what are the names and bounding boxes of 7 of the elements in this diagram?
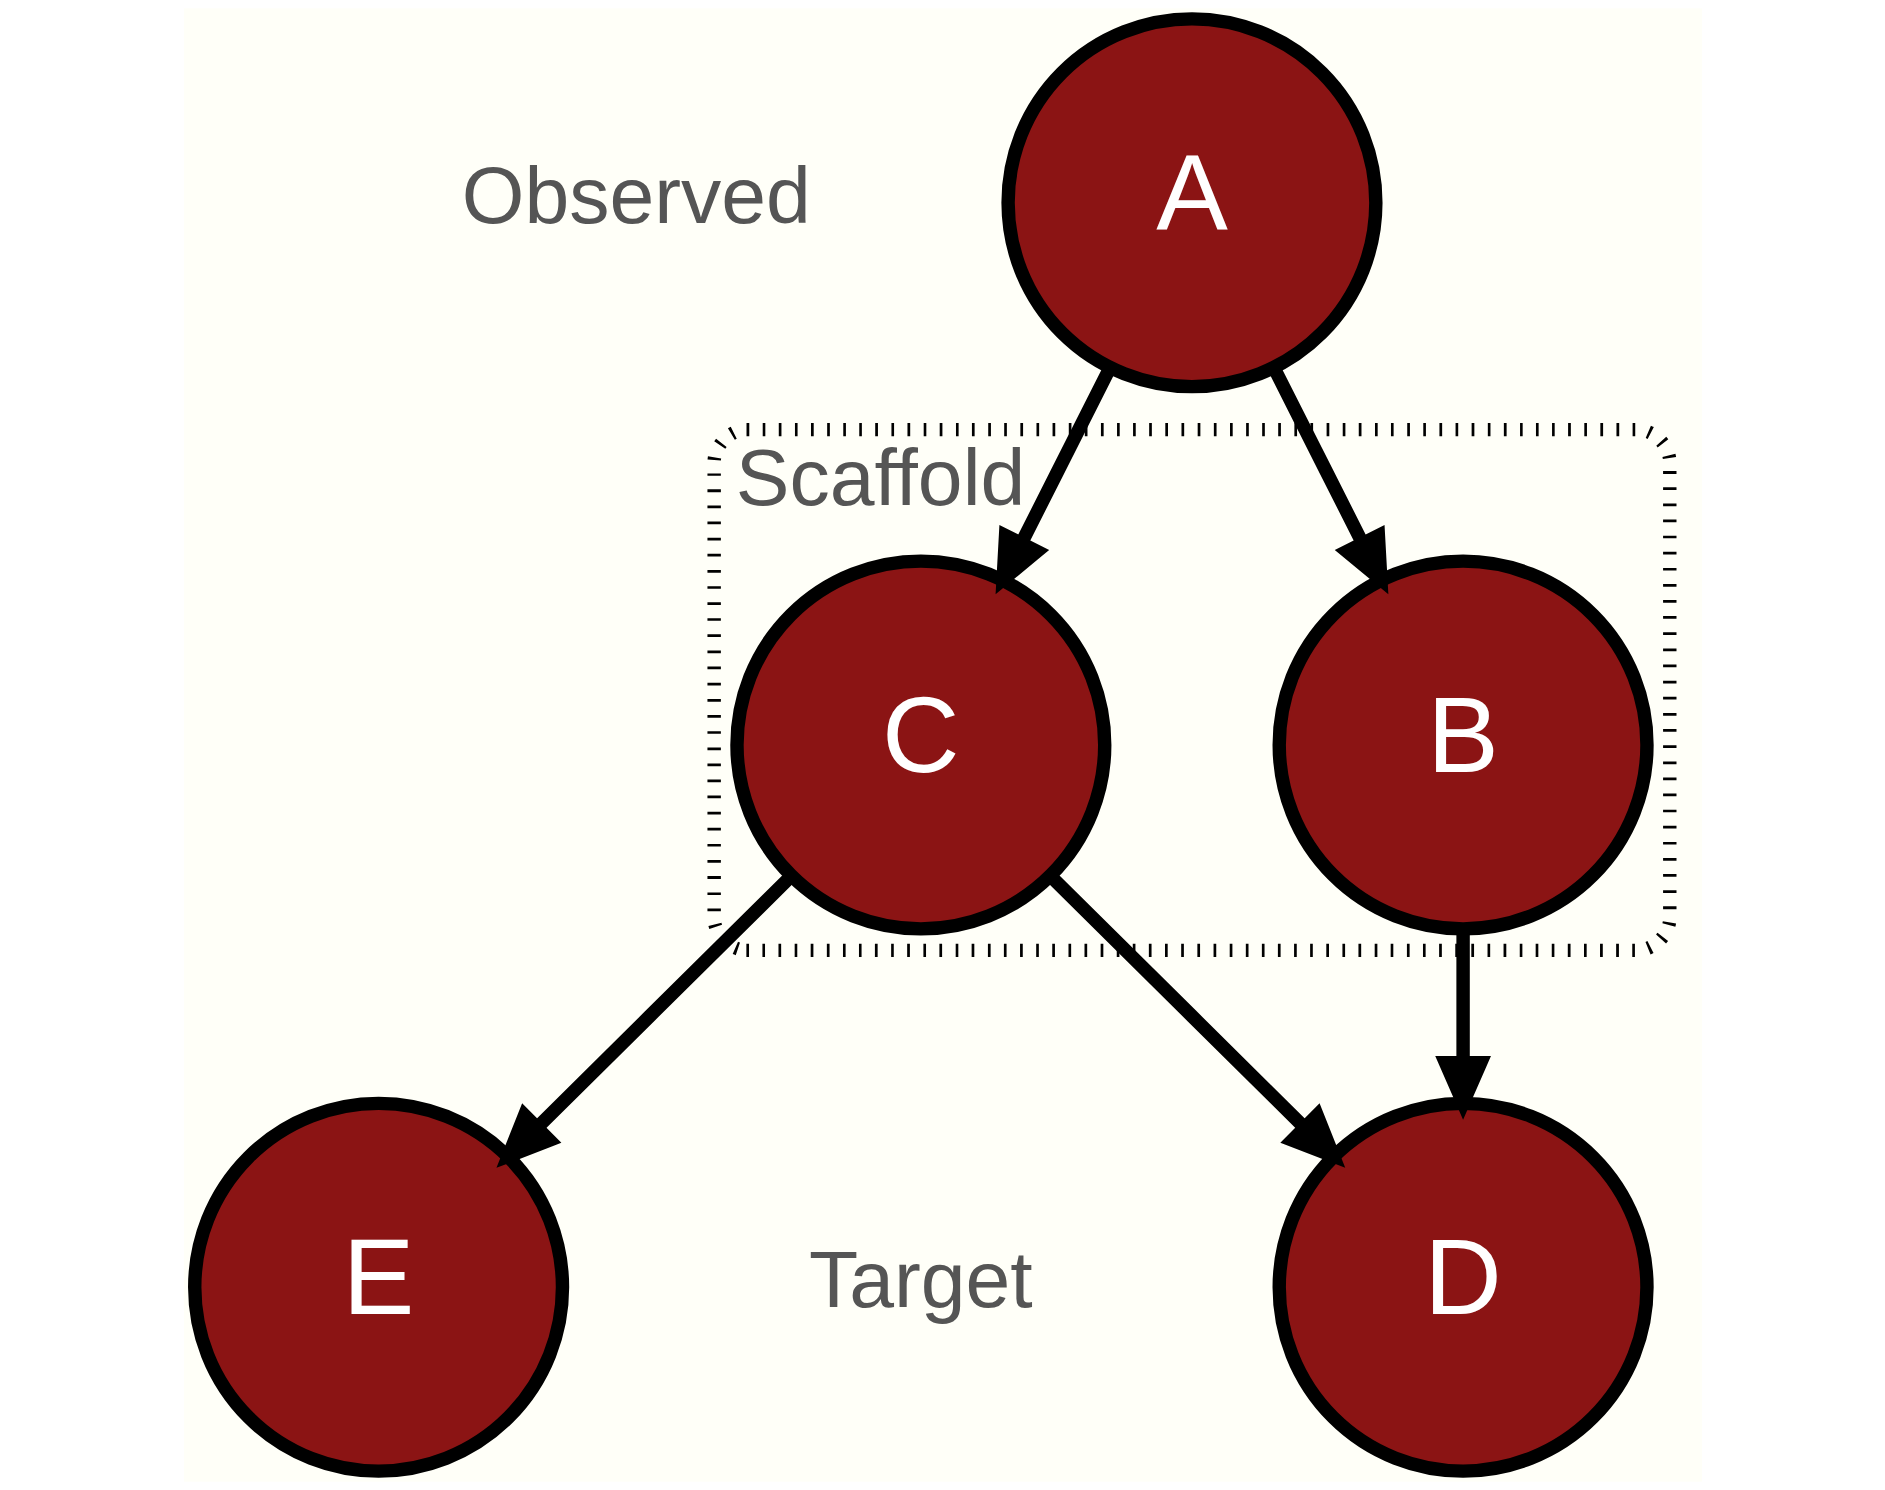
node-circle: B — [1272, 554, 1654, 936]
node-label: Observed — [461, 149, 811, 240]
node-circle: E — [187, 1096, 569, 1478]
node-circle: A — [1000, 12, 1383, 394]
node-label: Target — [808, 1234, 1033, 1325]
node-circle: D — [1272, 1096, 1654, 1478]
node-circle: C — [729, 554, 1111, 936]
